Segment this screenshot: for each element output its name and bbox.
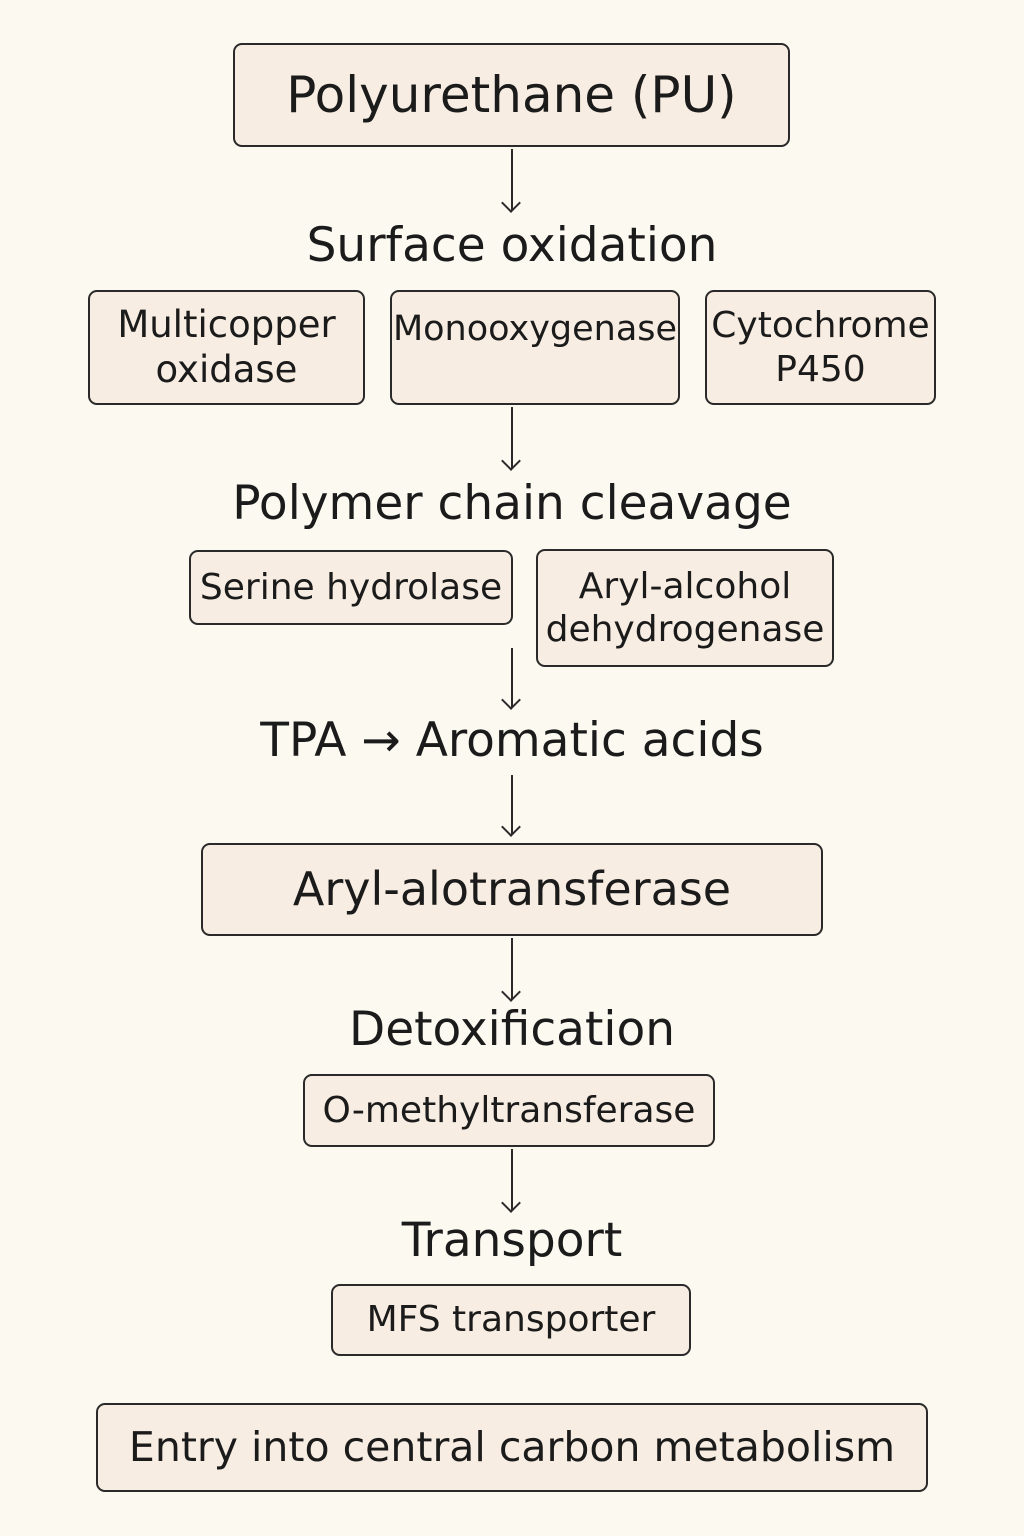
aryl-alotransferase-label: Aryl-alotransferase xyxy=(292,861,732,916)
stage-detoxification-title: Detoxification xyxy=(349,1002,675,1057)
o-methyltransferase-label: O-methyltransferase xyxy=(322,1089,696,1131)
serine-hydrolase-label: Serine hydrolase xyxy=(199,566,503,608)
cytochrome-p450-node: Cytochrome P450 xyxy=(705,290,936,405)
aryl-alcohol-dehydrogenase-node: Aryl-alcohol dehydrogenase xyxy=(536,549,834,667)
multicopper-oxidase-label: Multicopper oxidase xyxy=(117,303,336,391)
aryl-alotransferase-node: Aryl-alotransferase xyxy=(201,843,823,936)
arrow-1 xyxy=(511,149,513,211)
polyurethane-node: Polyurethane (PU) xyxy=(233,43,790,147)
stage-chain-cleavage-title: Polymer chain cleavage xyxy=(232,476,792,531)
arrow-3 xyxy=(511,648,513,708)
central-carbon-metabolism-node: Entry into central carbon metabolism xyxy=(96,1403,928,1492)
polyurethane-label: Polyurethane (PU) xyxy=(286,66,737,124)
cytochrome-p450-label: Cytochrome P450 xyxy=(711,305,930,390)
arrow-6 xyxy=(511,1149,513,1211)
arrow-4 xyxy=(511,775,513,835)
monooxygenase-label: Monooxygenase xyxy=(392,309,678,349)
monooxygenase-node: Monooxygenase xyxy=(390,290,680,405)
stage-tpa-title: TPA → Aromatic acids xyxy=(260,713,764,768)
o-methyltransferase-node: O-methyltransferase xyxy=(303,1074,715,1147)
central-carbon-metabolism-label: Entry into central carbon metabolism xyxy=(128,1422,896,1471)
mfs-transporter-label: MFS transporter xyxy=(366,1299,656,1341)
aryl-alcohol-dehydrogenase-label: Aryl-alcohol dehydrogenase xyxy=(545,565,825,650)
multicopper-oxidase-node: Multicopper oxidase xyxy=(88,290,365,405)
arrow-5 xyxy=(511,938,513,1000)
stage-transport-title: Transport xyxy=(401,1213,623,1268)
arrow-2 xyxy=(511,407,513,469)
mfs-transporter-node: MFS transporter xyxy=(331,1284,691,1356)
serine-hydrolase-node: Serine hydrolase xyxy=(189,550,513,625)
stage-surface-oxidation-title: Surface oxidation xyxy=(306,218,718,273)
